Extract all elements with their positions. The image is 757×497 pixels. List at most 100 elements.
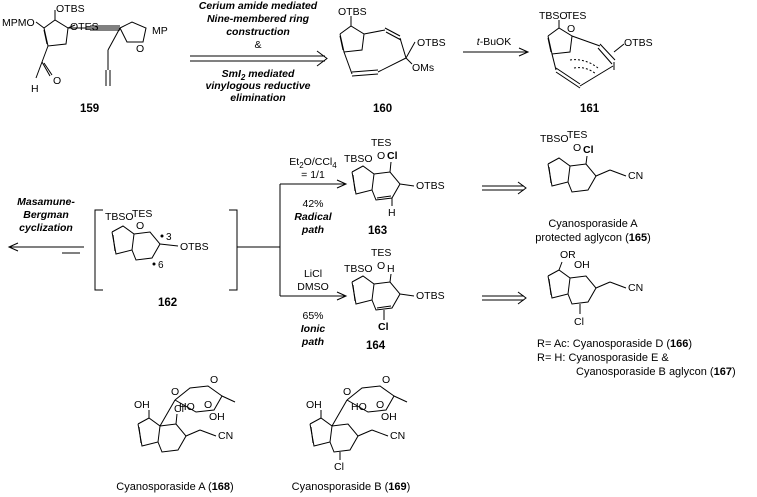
cl-label-169: Cl [334,461,344,473]
bond-ene-160 [343,51,353,75]
bond-ch2-168 [185,429,201,437]
sugar-methyl-168 [221,395,236,403]
cl-label-168: Cl [174,403,184,415]
et-text: Et [289,156,299,168]
compound-number-163: 163 [368,225,387,237]
bond-glycoside-168 [159,399,176,427]
occl-text: O/CCl [304,156,333,168]
bond-oms-160 [405,57,413,65]
position-3-label: 3 [166,232,172,243]
oh-label-166: OH [574,259,590,271]
otes-label-159: OTES [70,21,99,33]
ionic-reagent-2: DMSO [297,281,329,293]
aromatic-163 [376,195,392,199]
c166-num: 166 [670,338,688,350]
o-ring-label-169: O [382,374,390,386]
cyclization-dash-1 [569,59,599,69]
o-label-168: O [204,399,212,411]
bond-ene-161 [551,53,557,71]
double-bond-161 [547,37,552,53]
bond-yne2-160 [377,57,407,73]
radical-ratio: = 1/1 [301,169,325,181]
co-bond2-159 [43,62,53,76]
o-label-159: O [136,43,144,55]
bracket-left [94,209,103,291]
compound-159: MPMO OTBS OTES O MP O H 159 [2,3,168,115]
ionic-path-1: Ionic [301,323,326,335]
c168-pre: Cyanosporaside A ( [116,481,212,493]
mb-label-1: Masamune- [17,196,75,208]
c167-num: 167 [714,366,732,378]
ring6-162 [131,231,161,261]
otbs-label-161: OTBS [624,37,653,49]
tes-label-165: TES [567,129,587,141]
alkyne2-a-161 [555,67,581,85]
compound-number-161: 161 [580,103,600,115]
co-bond-159 [41,61,51,77]
c169-pre: Cyanosporaside B ( [292,481,389,493]
otbs2-label-160: OTBS [417,37,446,49]
c166-pre: R= Ac: Cyanosporaside D ( [537,338,670,350]
o-label-161: O [567,23,575,35]
caption-168: Cyanosporaside A (168) [116,481,233,493]
otbs-label-160: OTBS [338,6,367,18]
h-label-159: H [31,83,39,95]
compound-164: TBSO TES O H OTBS Cl 164 [344,247,445,352]
branch-bottom-arrowhead [336,291,348,301]
oh-label-168: OH [209,411,225,423]
radical-yield: 42% [302,198,323,210]
tbso-label-162: TBSO [105,211,134,223]
ccl-subscript: 4 [332,161,337,170]
oh-label-169b: OH [306,399,322,411]
t-italic: t [477,36,481,48]
branch-top-arrowhead [336,179,348,189]
position-6-label: 6 [158,260,164,271]
bond-yne-160 [363,29,386,35]
compound-number-160: 160 [373,103,392,115]
bond-cn-168 [199,429,217,437]
cl-label-165: Cl [583,144,594,156]
branch-arrows: Et2O/CCl4 = 1/1 42% Radical path LiCl DM… [237,156,348,348]
compound-162: TBSO TES O 3 6 OTBS 162 [94,208,238,309]
et-subscript: 2 [299,161,304,170]
o-label-163: O [377,150,385,162]
ms-arrowhead-top [517,181,527,195]
ho-label-169: HO [351,401,367,413]
caption-167-1: R= H: Cyanosporaside E & [537,352,669,364]
ho-label-168: HO [179,401,195,413]
step1-ampersand: & [254,39,261,51]
ring6-169 [329,423,359,453]
bond-h-164 [389,273,392,283]
multistep-arrows [482,181,527,305]
o-glyc-label-169: O [343,386,351,398]
radical-path-2: path [301,224,324,236]
step1-condition-1: Cerium amide mediated [199,0,318,12]
c169-post: ) [407,481,411,493]
masamune-bergman-arrow: Masamune- Bergman cyclization [7,196,84,254]
bond-cho-159 [41,45,49,63]
compound-165: TBSO TES O Cl CN Cyanosporaside A protec… [535,129,651,244]
smi-text: SmI [222,68,242,80]
o-label-164: O [377,260,385,272]
bond-mpmo-159 [35,21,45,29]
mp-label-159: MP [152,25,168,37]
cl-label-166: Cl [574,316,584,328]
radical-dot-3 [160,234,164,238]
cn-label-166: CN [628,282,643,294]
bond-ch2-160 [405,41,416,59]
tbso-label-163: TBSO [344,153,373,165]
alkyne2-b-160 [351,73,379,77]
ionic-path-2: path [301,336,324,348]
compound-169: O HO O O OH OH CN Cl Cyanosporaside B (1… [292,374,411,493]
ring-159 [43,19,69,47]
compound-160: OTBS OTBS OMs 160 [338,6,446,115]
sugar-methyl-169 [393,395,408,403]
step1-condition-4: SmI2 mediated [222,68,295,82]
bond-cl-163 [389,161,392,173]
alkyne2-a-160 [351,69,379,73]
double-bond-163 [352,174,356,192]
tes-label-164: TES [371,247,391,259]
tes-label-161: TES [566,10,586,22]
dioxolane-159 [119,21,147,43]
